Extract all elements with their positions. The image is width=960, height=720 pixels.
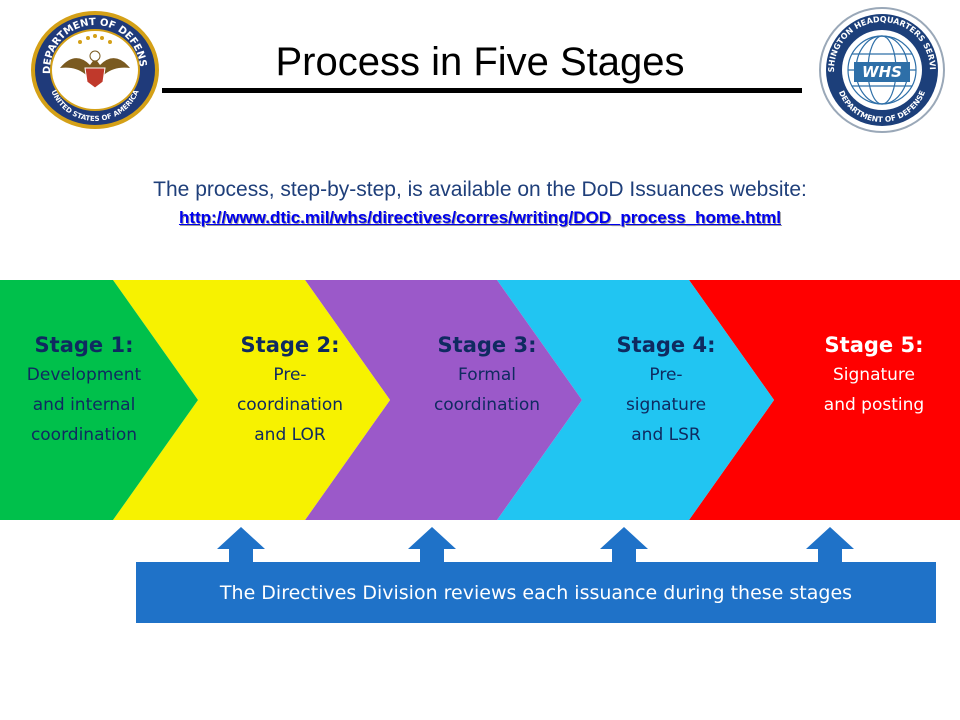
stage-chevron-band	[0, 280, 960, 520]
intro-text: The process, step-by-step, is available …	[153, 178, 807, 201]
stage-description: Formal coordination	[433, 365, 541, 415]
stage-1-label: Stage 1: Development and internal coordin…	[0, 330, 169, 450]
stage-description: Development and internal coordination	[26, 365, 142, 445]
review-arrows	[217, 527, 854, 570]
page-title: Process in Five Stages	[275, 40, 685, 84]
svg-text:WHS: WHS	[862, 63, 902, 81]
stage-title: Stage 2:	[240, 333, 340, 357]
review-banner: The Directives Division reviews each iss…	[136, 562, 936, 623]
stage-5-label: Stage 5: Signature and posting	[789, 330, 959, 420]
stage-3-label: Stage 3: Formal coordination	[402, 330, 572, 420]
issuances-website-link[interactable]: http://www.dtic.mil/whs/directives/corre…	[178, 208, 782, 227]
stage-chevron-3	[305, 280, 582, 520]
stage-description: Pre- signature and LSR	[625, 365, 707, 445]
stage-description: Pre- coordination and LOR	[236, 365, 344, 445]
whs-badge	[854, 62, 910, 82]
stage-chevron-5	[689, 280, 960, 520]
up-arrow-icon	[600, 527, 648, 570]
stage-title: Stage 5:	[824, 333, 924, 357]
stage-description: Signature and posting	[823, 365, 925, 415]
eagle-icon	[60, 34, 130, 89]
stage-4-label: Stage 4: Pre- signature and LSR	[581, 330, 751, 450]
stage-title: Stage 3:	[437, 333, 537, 357]
whs-seal: WASHINGTON HEADQUARTERS SERVICES DEPARTM…	[818, 6, 945, 133]
stage-title: Stage 1:	[34, 333, 134, 357]
up-arrow-icon	[408, 527, 456, 570]
stage-chevron-4	[497, 280, 774, 520]
stage-chevron-1	[0, 280, 198, 520]
title-underline	[162, 88, 802, 93]
up-arrow-icon	[806, 527, 854, 570]
stage-2-label: Stage 2: Pre- coordination and LOR	[200, 330, 380, 450]
up-arrow-icon	[217, 527, 265, 570]
stage-title: Stage 4:	[616, 333, 716, 357]
stage-chevron-2	[113, 280, 390, 520]
dod-seal: DEPARTMENT OF DEFENSE UNITED STATES OF A…	[30, 10, 159, 129]
